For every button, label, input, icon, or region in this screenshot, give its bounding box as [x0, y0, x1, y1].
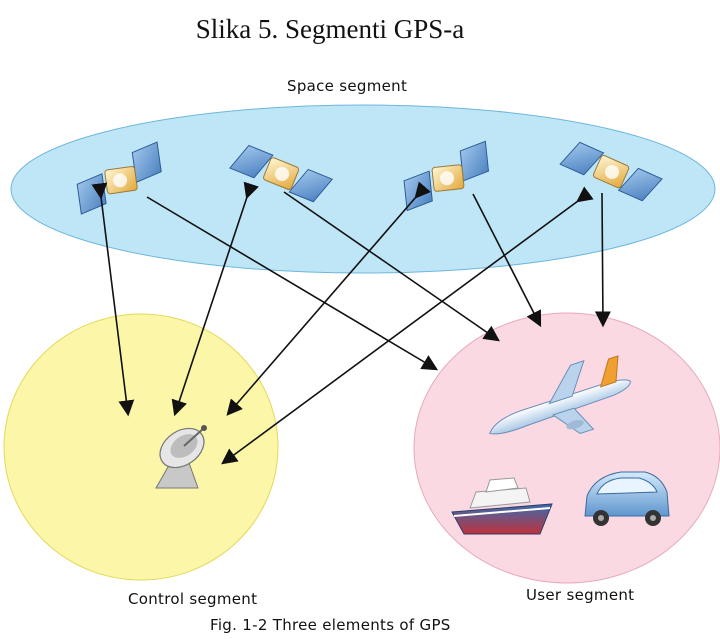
arrow-sat1-control — [91, 182, 135, 417]
control-segment-region — [3, 313, 279, 581]
arrow-sat1-user — [146, 196, 439, 371]
user-segment-label: User segment — [526, 586, 635, 604]
control-segment-label: Control segment — [128, 590, 258, 608]
signal-arrows — [91, 181, 611, 465]
space-segment-label: Space segment — [287, 77, 408, 95]
arrow-sat2-user — [283, 191, 500, 342]
page-title: Slika 5. Segmenti GPS-a — [195, 14, 465, 44]
car-icon — [584, 471, 670, 526]
figure-caption: Fig. 1-2 Three elements of GPS — [210, 616, 451, 634]
ship-icon — [451, 477, 553, 535]
satellite-dish-icon — [155, 425, 207, 489]
user-segment-region — [413, 312, 720, 584]
arrow-sat3-user — [472, 193, 542, 328]
satellite-icon — [559, 141, 663, 202]
arrow-sat4-user — [594, 192, 611, 328]
arrow-sat4-control — [221, 186, 594, 465]
